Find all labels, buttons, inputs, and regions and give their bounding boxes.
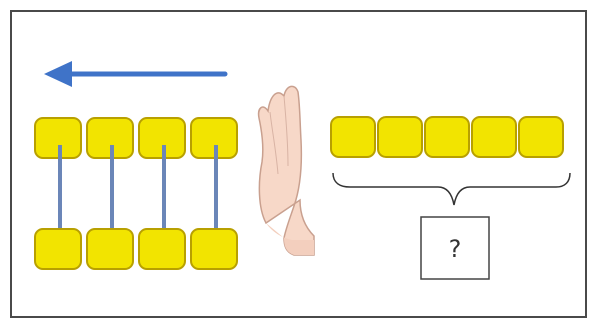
left-bottom-block-3 <box>138 228 186 270</box>
left-connectors <box>58 145 218 240</box>
right-block-5 <box>518 116 564 158</box>
left-bottom-block-4 <box>190 228 238 270</box>
right-block-4 <box>471 116 517 158</box>
question-mark: ? <box>449 235 462 263</box>
stop-hand-icon <box>257 85 315 256</box>
curly-brace-icon <box>332 172 571 206</box>
right-block-3 <box>424 116 470 158</box>
left-bottom-block-1 <box>34 228 82 270</box>
right-block-2 <box>377 116 423 158</box>
right-block-1 <box>330 116 376 158</box>
left-bottom-block-2 <box>86 228 134 270</box>
left-arrow-icon <box>44 61 228 87</box>
left-top-row <box>34 117 238 159</box>
right-block-row <box>330 116 564 158</box>
left-bottom-row <box>34 228 238 270</box>
question-box <box>420 216 490 280</box>
